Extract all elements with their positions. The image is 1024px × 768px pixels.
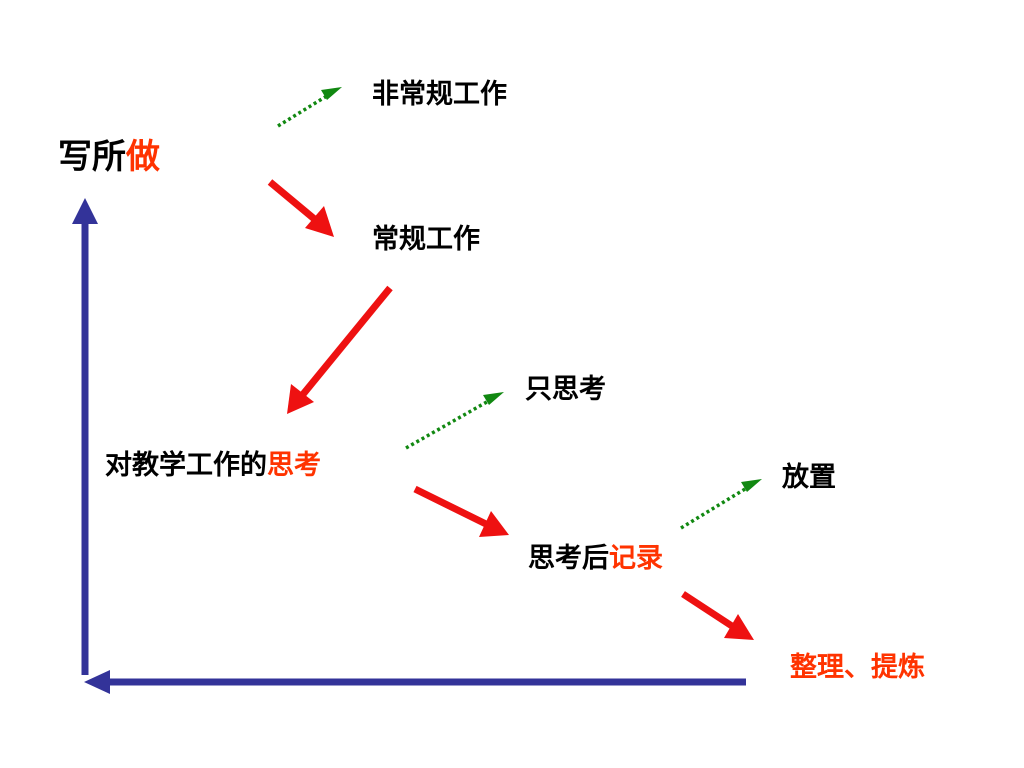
red-arrow-reflection-to-record	[413, 485, 509, 537]
node-refine: 整理、提炼	[790, 652, 925, 683]
green-arrow-write-to-non-routine	[277, 87, 342, 128]
node-record: 思考后记录	[528, 545, 663, 572]
node-reflection: 对教学工作的思考	[105, 452, 321, 479]
node-write-do: 写所做	[58, 140, 160, 174]
horizontal-axis-arrowhead	[84, 670, 110, 694]
red-arrow-write-to-routine	[267, 179, 334, 237]
node-shelve: 放置	[782, 462, 836, 493]
node-write-do-prefix: 写所	[58, 137, 126, 177]
node-record-prefix: 思考后	[528, 543, 609, 574]
vertical-axis-arrowhead	[72, 198, 98, 224]
red-arrow-routine-to-reflection	[287, 285, 393, 414]
node-non-routine-work: 非常规工作	[372, 79, 507, 110]
green-arrow-record-to-shelve	[680, 479, 762, 530]
red-arrow-record-to-refine	[681, 591, 754, 640]
node-think-only: 只思考	[525, 374, 606, 405]
node-routine-work: 常规工作	[372, 224, 480, 255]
node-write-do-emphasis: 做	[126, 137, 160, 177]
node-reflection-emphasis: 思考	[267, 450, 321, 481]
node-reflection-prefix: 对教学工作的	[105, 450, 267, 481]
node-record-emphasis: 记录	[609, 543, 663, 574]
green-arrow-reflection-to-think-only	[405, 392, 504, 450]
